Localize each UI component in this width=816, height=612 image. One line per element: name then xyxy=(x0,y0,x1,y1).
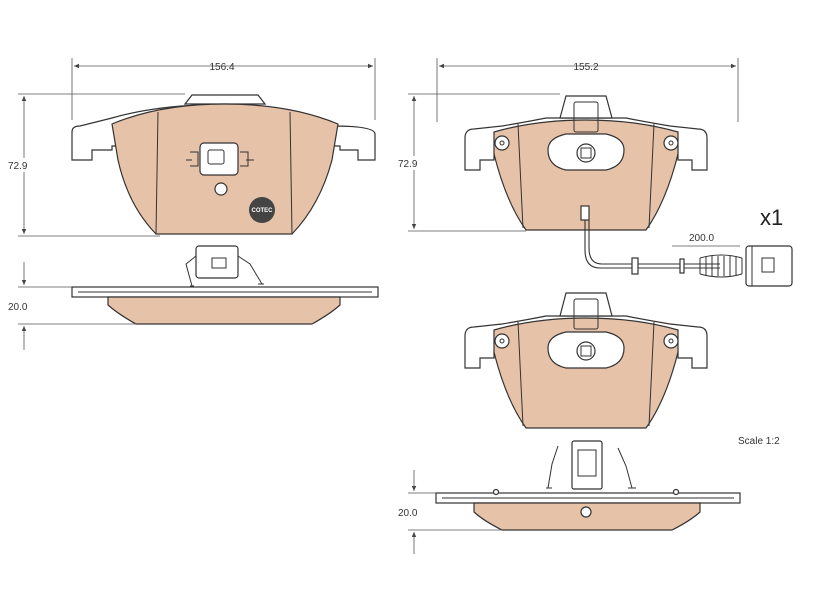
quantity-label: x1 xyxy=(760,205,783,230)
right-width-label: 155.2 xyxy=(573,62,598,73)
cotec-logo-text: COTEC xyxy=(252,208,274,214)
left-height-label: 72.9 xyxy=(8,161,28,172)
cotec-logo-icon xyxy=(249,197,275,223)
right-pad-side xyxy=(435,440,741,531)
right-thickness-label: 20.0 xyxy=(398,508,418,519)
left-width-label: 156.4 xyxy=(209,62,234,73)
left-pad-side xyxy=(71,245,379,325)
right-pad-face-2 xyxy=(464,292,708,429)
right-pad-face-1 xyxy=(464,95,708,231)
sensor-length-label: 200.0 xyxy=(689,233,714,244)
scale-label: Scale 1:2 xyxy=(738,436,780,447)
left-pad-face: COTEC xyxy=(71,94,376,235)
wear-sensor xyxy=(580,205,793,287)
right-height-label: 72.9 xyxy=(398,159,418,170)
left-thickness-label: 20.0 xyxy=(8,302,28,313)
